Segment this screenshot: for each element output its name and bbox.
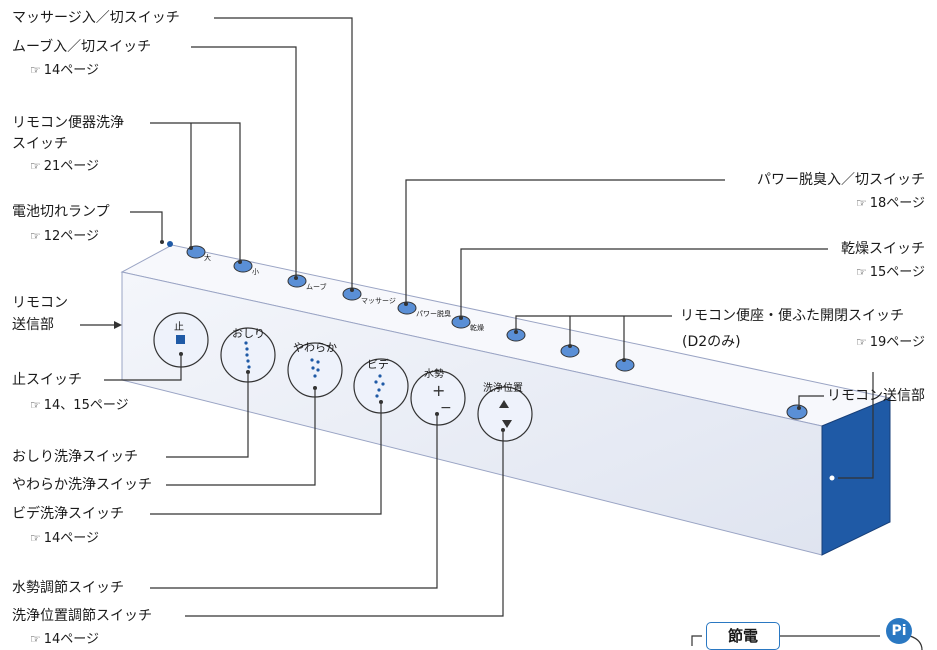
hand-point-icon: ☞ — [30, 531, 41, 545]
svg-text:+: + — [432, 381, 445, 400]
btn-bidet-label: ビデ — [367, 358, 389, 371]
transmitter-right-label: リモコン送信部 — [827, 388, 925, 404]
btn-oshiri-label: おしり — [232, 327, 265, 340]
hand-point-icon: ☞ — [30, 159, 41, 173]
leader-lines — [80, 17, 923, 650]
hand-point-icon: ☞ — [855, 335, 867, 349]
btn-yawaraka-label: やわらか — [293, 341, 337, 354]
hand-point-icon: ☞ — [30, 229, 41, 243]
move-switch-label: ムーブ入／切スイッチ — [12, 39, 152, 55]
water-switch-label: 水勢調節スイッチ — [12, 580, 124, 596]
small-dai-label: 大 — [204, 254, 211, 262]
hand-point-icon: ☞ — [855, 196, 867, 210]
bidet-switch-label: ビデ洗浄スイッチ — [12, 506, 124, 522]
dry-switch-label: 乾燥スイッチ — [841, 241, 925, 257]
hand-point-icon: ☞ — [855, 265, 867, 279]
flush-switch-label-2: スイッチ — [12, 136, 68, 152]
power-save-tag: 節電 — [706, 622, 780, 650]
pi-badge: Pi — [886, 618, 912, 644]
small-massage-label: マッサージ — [361, 297, 396, 305]
oshiri-switch-label: おしり洗浄スイッチ — [12, 449, 138, 465]
btn-water-label: 水勢 — [424, 369, 444, 380]
stop-ref[interactable]: ☞14、15ページ — [30, 398, 129, 413]
yawaraka-switch-label: やわらか洗浄スイッチ — [12, 477, 152, 493]
svg-text:−: − — [440, 400, 452, 416]
power-deodor-label: パワー脱臭入／切スイッチ — [757, 172, 925, 188]
btn-position-label: 洗浄位置 — [483, 383, 523, 394]
battery-ref[interactable]: ☞12ページ — [30, 229, 100, 244]
small-power-label: パワー脱臭 — [416, 310, 451, 318]
small-dry-label: 乾燥 — [470, 324, 484, 332]
transmitter-left-label-1: リモコン — [12, 295, 68, 311]
battery-lamp-label: 電池切れランプ — [12, 204, 110, 220]
seat-switch-label: リモコン便座・便ふた開閉スイッチ — [680, 308, 904, 324]
small-sho-label: 小 — [252, 268, 259, 276]
massage-switch-label: マッサージ入／切スイッチ — [12, 10, 180, 26]
position-ref[interactable]: ☞14ページ — [30, 632, 100, 647]
hand-point-icon: ☞ — [30, 63, 41, 77]
hand-point-icon: ☞ — [30, 632, 41, 646]
seat-note: (D2のみ) — [682, 334, 741, 350]
power-deodor-ref[interactable]: ☞18ページ — [855, 196, 925, 211]
dry-ref[interactable]: ☞15ページ — [855, 265, 925, 280]
bidet-ref[interactable]: ☞14ページ — [30, 531, 100, 546]
flush-ref[interactable]: ☞21ページ — [30, 159, 100, 174]
seat-ref[interactable]: ☞19ページ — [855, 335, 925, 350]
stop-switch-label: 止スイッチ — [12, 372, 82, 388]
move-ref[interactable]: ☞14ページ — [30, 63, 100, 78]
small-move-label: ムーブ — [306, 283, 327, 291]
transmitter-left-label-2: 送信部 — [12, 317, 54, 333]
flush-switch-label: リモコン便器洗浄 — [12, 115, 124, 131]
big-buttons — [153, 312, 533, 442]
hand-point-icon: ☞ — [30, 398, 41, 412]
btn-stop-label: 止 — [174, 322, 184, 333]
position-switch-label: 洗浄位置調節スイッチ — [12, 608, 152, 624]
